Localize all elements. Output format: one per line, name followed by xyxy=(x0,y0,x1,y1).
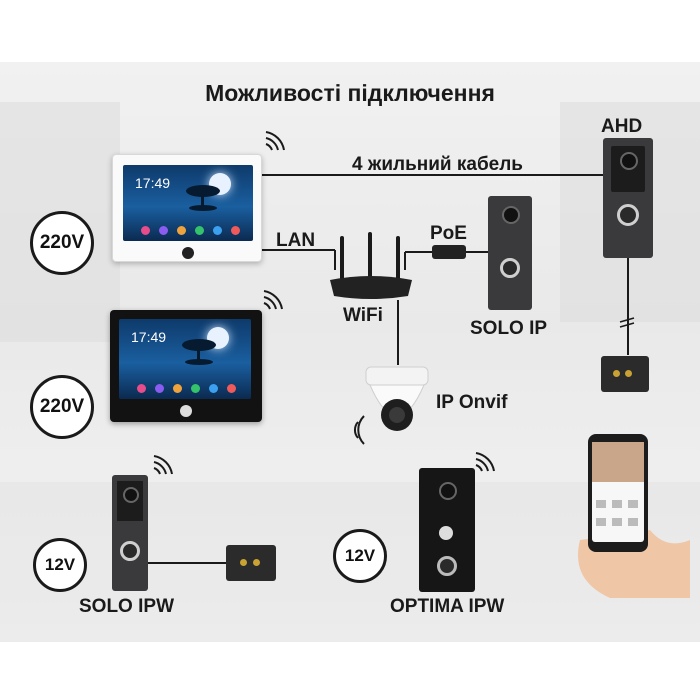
ahd-panel xyxy=(603,138,653,258)
ip-onvif-label: IP Onvif xyxy=(436,392,508,413)
logo-icon xyxy=(182,247,194,259)
tree-icon xyxy=(186,185,220,211)
call-button-icon xyxy=(500,258,520,278)
camera-lens-icon xyxy=(502,206,520,224)
power-label: 12V xyxy=(344,546,376,565)
wifi-icon xyxy=(354,415,365,445)
app-icons xyxy=(141,226,240,235)
electric-lock-icon xyxy=(601,356,649,392)
wifi-icon xyxy=(263,290,283,310)
cable-label: 4 жильний кабель xyxy=(352,154,523,175)
solo-ip-panel xyxy=(488,196,532,310)
screen-time: 17:49 xyxy=(135,175,171,191)
router-icon xyxy=(330,232,412,299)
screen-time: 17:49 xyxy=(131,329,167,345)
logo-icon xyxy=(180,405,192,417)
tree-icon xyxy=(182,339,216,365)
app-icons xyxy=(137,384,236,393)
lan-label: LAN xyxy=(276,230,316,251)
break-mark xyxy=(619,317,635,323)
monitor-screen: 17:49 xyxy=(123,165,253,241)
poe-label: PoE xyxy=(430,223,467,244)
smartphone-icon xyxy=(578,434,690,598)
ahd-label: AHD xyxy=(601,116,643,137)
wifi-icon xyxy=(153,455,173,475)
power-label: 220V xyxy=(39,232,85,253)
camera-lens-icon xyxy=(439,482,457,500)
logo-icon xyxy=(439,526,453,540)
power-badge-monitor-top: 220V xyxy=(30,211,94,275)
ip-camera-icon xyxy=(365,366,429,431)
monitor-black: 17:49 xyxy=(110,310,262,422)
monitor-white: 17:49 xyxy=(112,154,262,262)
call-button-icon xyxy=(437,556,457,576)
solo-ip-label: SOLO IP xyxy=(470,318,548,339)
power-badge-monitor-bottom: 220V xyxy=(30,375,94,439)
monitor-screen: 17:49 xyxy=(119,319,251,399)
camera-lens-icon xyxy=(620,152,638,170)
wifi-label: WiFi xyxy=(343,305,383,326)
solo-ipw-panel xyxy=(112,475,148,591)
camera-lens-icon xyxy=(123,487,139,503)
page-title: Можливості підключення xyxy=(205,80,495,106)
poe-injector-icon xyxy=(432,245,466,259)
power-label: 12V xyxy=(44,555,76,574)
wifi-icon xyxy=(475,452,495,472)
call-button-icon xyxy=(120,541,140,561)
wifi-icon xyxy=(265,131,285,151)
optima-ipw-label: OPTIMA IPW xyxy=(390,596,505,617)
electric-lock-icon xyxy=(226,545,276,581)
solo-ipw-label: SOLO IPW xyxy=(79,596,174,617)
power-label: 220V xyxy=(39,396,85,417)
call-button-icon xyxy=(617,204,639,226)
power-badge-solo-ipw: 12V xyxy=(33,538,87,592)
optima-ipw-panel xyxy=(419,468,475,592)
power-badge-optima-ipw: 12V xyxy=(333,529,387,583)
break-mark xyxy=(619,322,635,328)
